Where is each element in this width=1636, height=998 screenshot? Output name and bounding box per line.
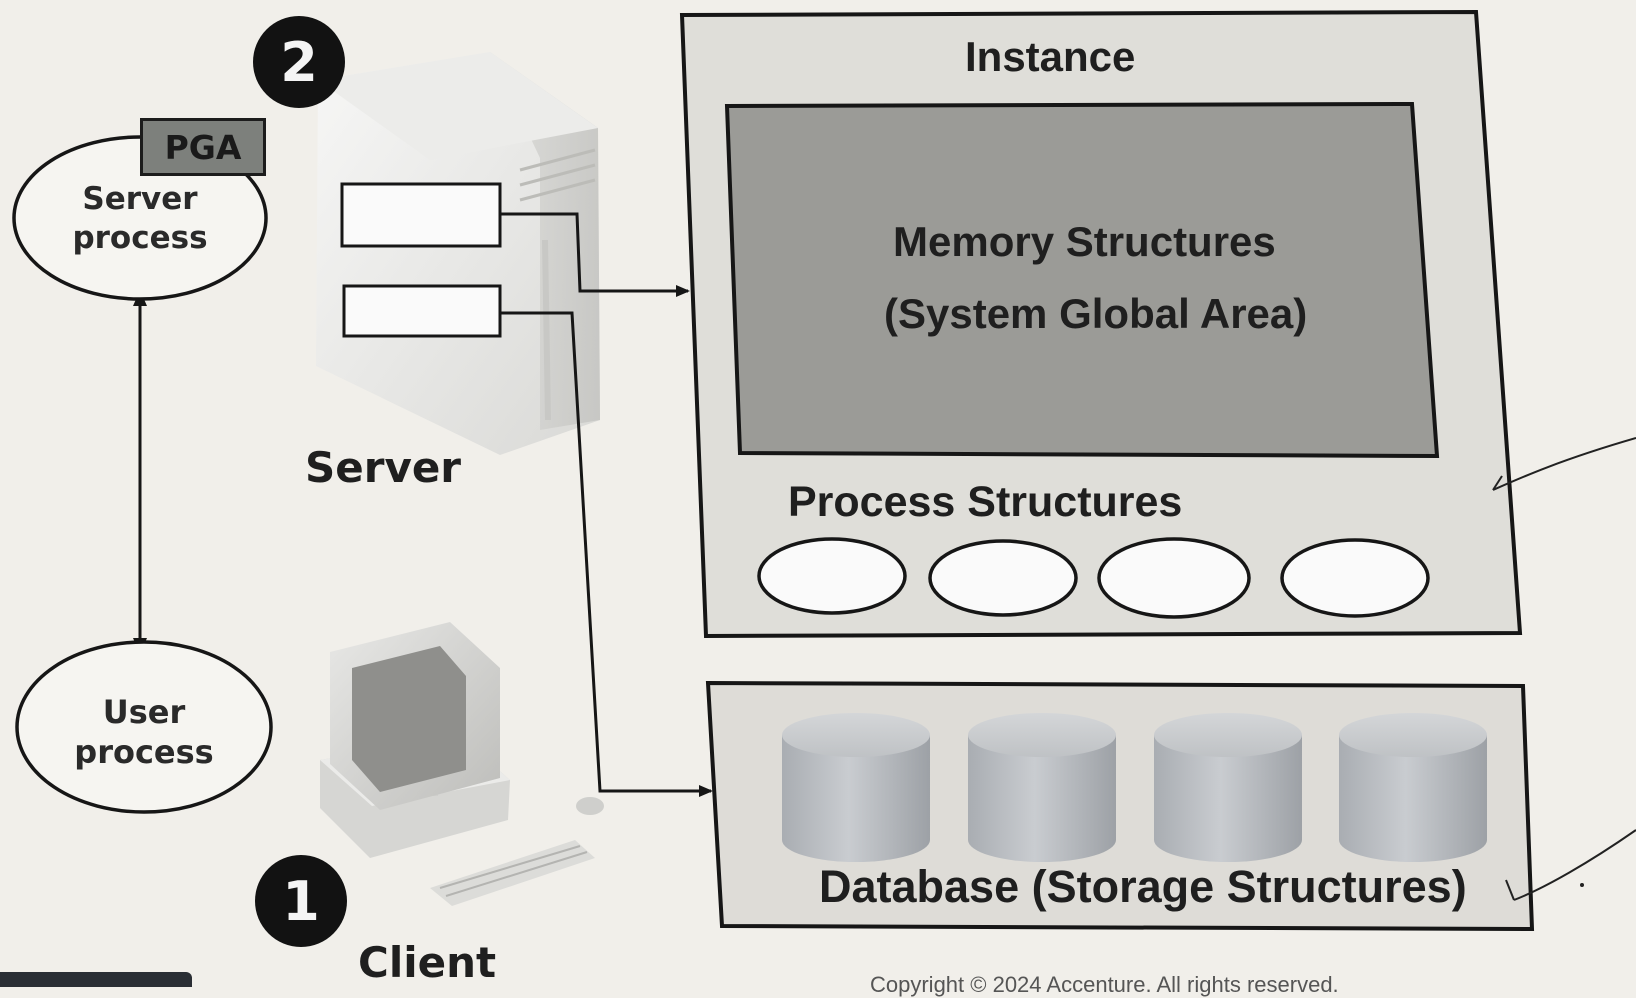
process-structure-oval (1097, 537, 1251, 619)
user-process-oval (15, 640, 273, 814)
server-to-database-arrow (500, 311, 713, 797)
copyright-text: Copyright © 2024 Accenture. All rights r… (870, 972, 1339, 997)
step-1-badge: 1 (255, 855, 347, 947)
process-structure-oval (1280, 538, 1430, 618)
server-slot-upper (340, 182, 502, 248)
database-title: Database (Storage Structures) (819, 861, 1467, 912)
process-connector-arrow (133, 290, 147, 654)
client-computer-icon (320, 622, 604, 906)
server-process-line1: Server (82, 181, 198, 217)
server-label: Server (305, 443, 462, 492)
sga-box (724, 101, 1440, 459)
user-process-line1: User (102, 693, 186, 731)
instance-title: Instance (965, 33, 1136, 80)
system-global-area-label: (System Global Area) (884, 290, 1308, 337)
pga-box: PGA (140, 118, 266, 176)
database-disk-icon (1339, 713, 1487, 862)
handwritten-annotation (1492, 437, 1636, 901)
memory-structures-label: Memory Structures (893, 218, 1276, 265)
database-disk-icon (1154, 713, 1302, 862)
client-label: Client (358, 938, 497, 987)
process-structure-oval (757, 537, 907, 615)
user-process-label: User process (44, 692, 244, 772)
footer-tab (0, 972, 192, 987)
process-structure-oval (928, 539, 1078, 617)
server-process-line2: process (72, 219, 208, 256)
database-disk-icon (782, 713, 930, 862)
server-tower-icon (316, 52, 600, 455)
server-process-label: Server process (40, 180, 240, 258)
database-disk-icon (968, 713, 1116, 862)
user-process-line2: process (74, 733, 214, 771)
server-slot-lower (342, 284, 502, 338)
server-to-instance-arrow (500, 212, 690, 297)
step-2-badge: 2 (253, 16, 345, 108)
process-structures-label: Process Structures (788, 478, 1183, 526)
